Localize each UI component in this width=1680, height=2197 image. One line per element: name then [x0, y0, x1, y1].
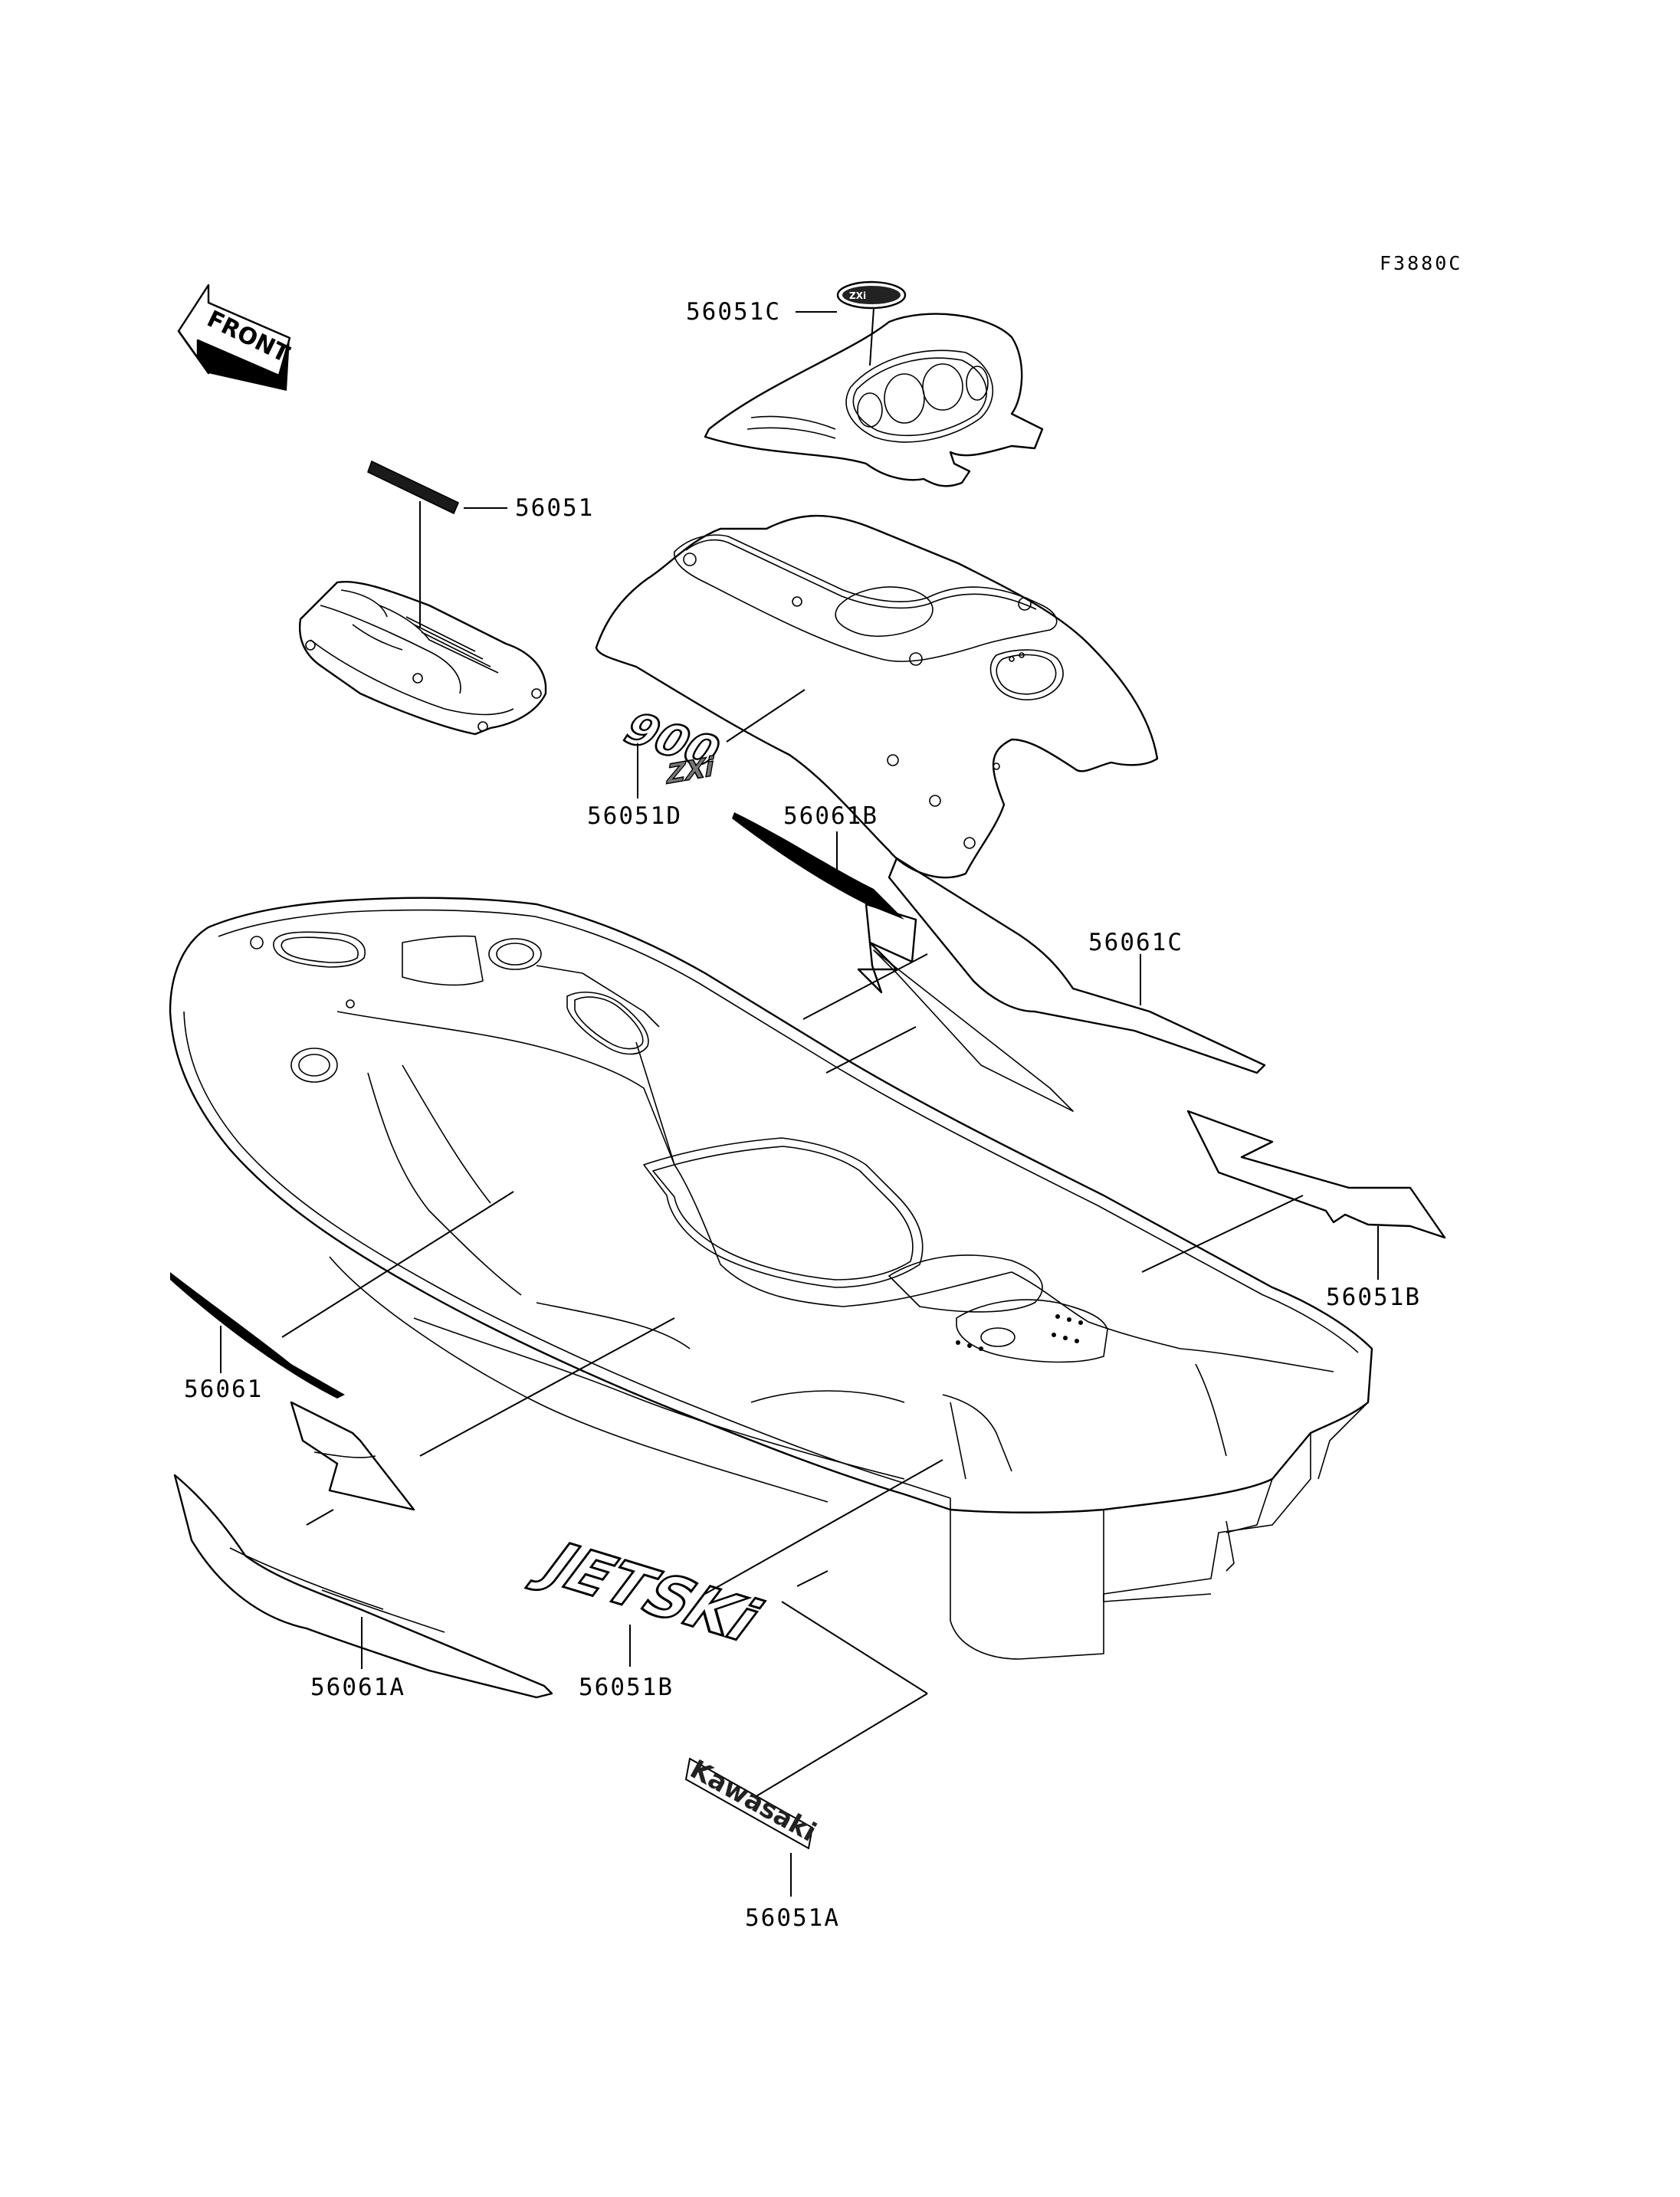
decal-kawasaki-text: Kawasaki — [685, 1754, 822, 1848]
label-56061B: 56061B — [783, 802, 878, 830]
emblem-56051C: ZXi — [836, 280, 907, 310]
svg-text:ZXi: ZXi — [849, 290, 866, 301]
label-56051B-right: 56051B — [1326, 1284, 1421, 1311]
label-56051D: 56051D — [587, 802, 682, 830]
label-56051A: 56051A — [745, 1904, 840, 1932]
label-56051C: 56051C — [686, 298, 781, 326]
diagram-ref-code: F3880C — [1380, 252, 1462, 274]
decal-56051 — [367, 461, 459, 514]
label-56061A: 56061A — [310, 1674, 405, 1701]
upper-deck — [595, 514, 1159, 879]
decal-56051D: 900 ZXi — [612, 703, 732, 792]
handle-pole-cover — [704, 313, 1044, 487]
stripe-56061A — [173, 1474, 553, 1699]
decal-kawasaki-56051A: Kawasaki — [685, 1754, 822, 1850]
label-56061: 56061 — [184, 1376, 263, 1403]
stripe-56061C — [873, 857, 1266, 1112]
decal-56051B-right — [1186, 1110, 1446, 1239]
label-56061C: 56061C — [1088, 929, 1183, 956]
decal-jetski-text: JETSKi — [524, 1530, 777, 1653]
decal-jetski-56051B: JETSKi — [523, 1529, 778, 1654]
label-56051B-center: 56051B — [579, 1674, 674, 1701]
front-arrow-icon: FRONT — [177, 284, 294, 391]
stripe-56061 — [170, 1272, 415, 1511]
main-hull — [169, 897, 1373, 1660]
label-56051: 56051 — [515, 494, 594, 522]
intake-cover — [298, 581, 547, 736]
